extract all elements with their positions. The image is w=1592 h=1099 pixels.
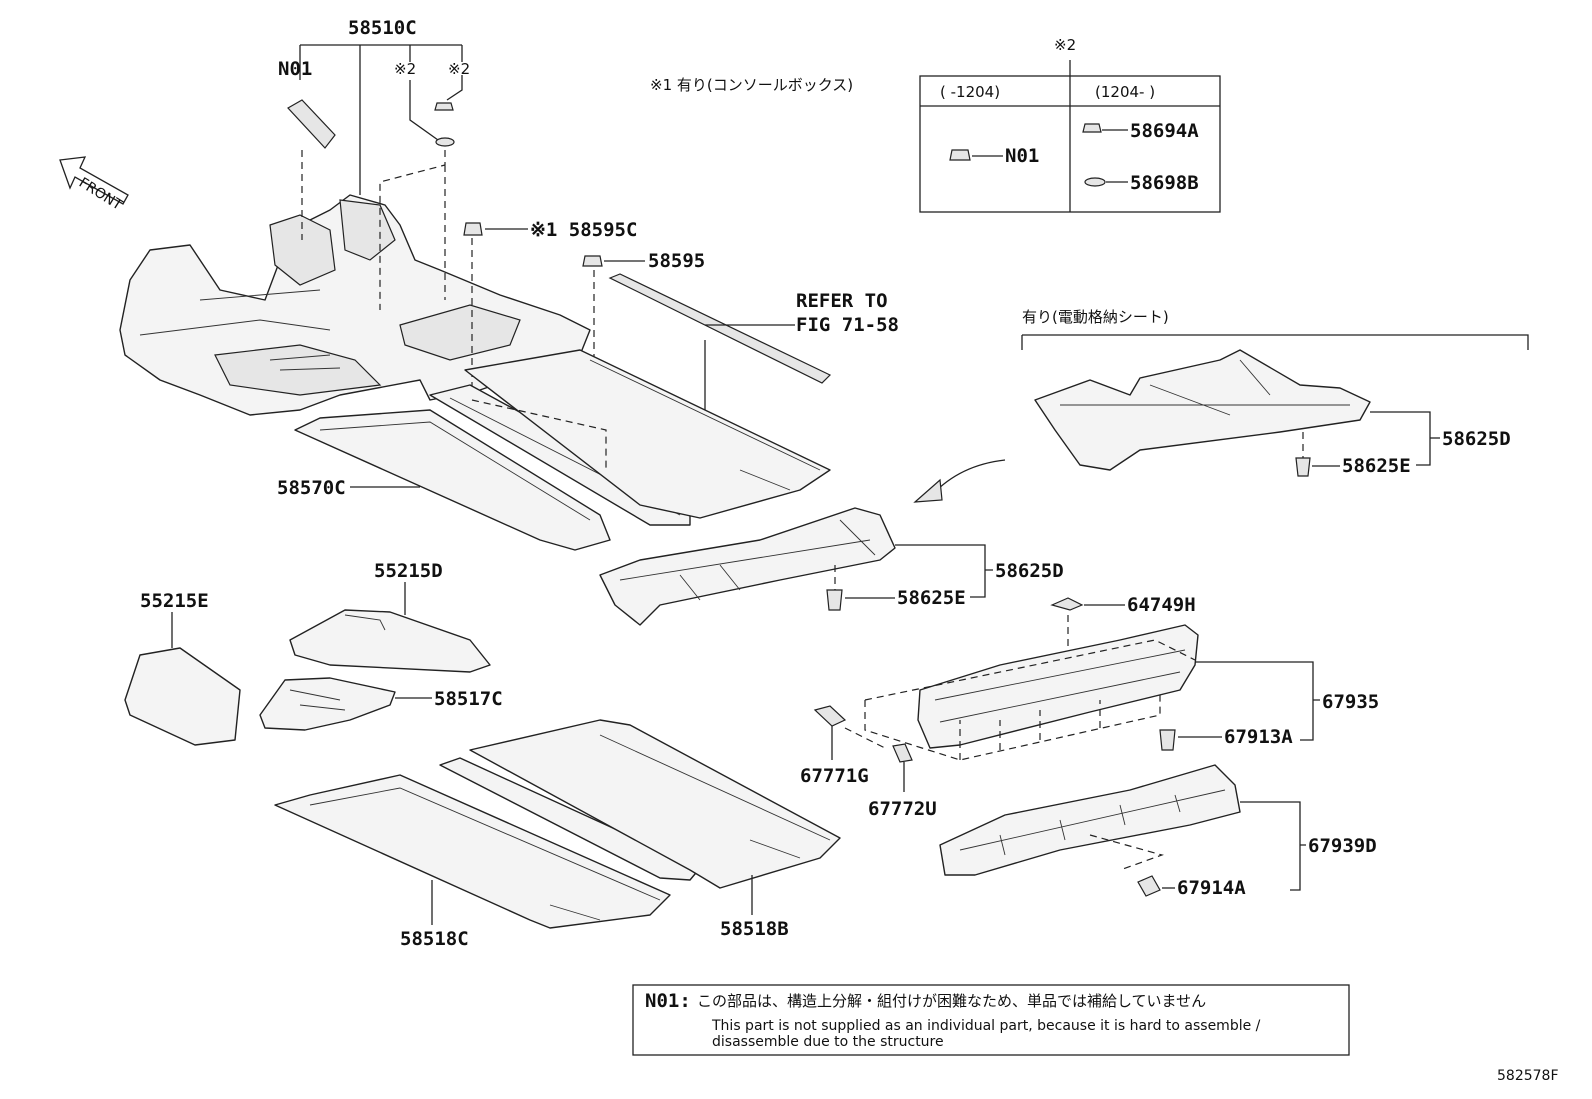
diagram-id: 582578F [1497,1068,1559,1084]
table-col2-part-a: 58694A [1130,120,1199,142]
footnote-code: N01: [645,990,691,1012]
label-58517C: 58517C [434,688,503,710]
label-58518B: 58518B [720,918,789,940]
strip-refer-71-58 [608,273,832,384]
mid-floor-carpet-58570C [294,409,611,551]
footnote-en-2: disassemble due to the structure [712,1034,944,1050]
clip-58595C [463,222,483,236]
footnote-en-1: This part is not supplied as an individu… [711,1018,1261,1034]
label-58625D-upper: 58625D [1442,428,1511,450]
rear-floor-duct-58625D-upper [1034,349,1371,471]
refer-label-1: REFER TO [796,290,888,312]
floor-silencer-55215D [289,609,491,673]
pin-67772U [892,743,913,763]
label-55215E: 55215E [140,590,209,612]
rear-floor-duct-58625D-lower [599,507,896,626]
label-58625E-upper: 58625E [1342,455,1411,477]
label-67935: 67935 [1322,691,1379,713]
clip-58694A-top [434,102,454,111]
label-n01-top: N01 [278,58,312,80]
refer-label-2: FIG 71-58 [796,314,899,336]
console-note: ※1 有り(コンソールボックス) [650,76,853,94]
label-67913A: 67913A [1224,726,1293,748]
label-67914A: 67914A [1177,877,1246,899]
table-note: ※2 [1054,36,1076,54]
clip-58625E-lower [826,589,843,611]
floor-silencer-55215E [124,647,241,746]
label-58518C: 58518C [400,928,469,950]
curved-arrow-icon [931,459,1006,496]
table-col2-header: (1204- ) [1095,83,1155,101]
label-67939D: 67939D [1308,835,1377,857]
front-arrow-icon [59,156,129,205]
clip-64749H [1050,597,1084,611]
front-label: FRONT [76,175,125,214]
clip-58698B-top [435,137,455,147]
clip-67914A [1137,875,1161,897]
label-58570C: 58570C [277,477,346,499]
n01-part [287,99,336,149]
clip-58595 [582,255,603,267]
rear-floor-carpet-58518B [469,719,841,889]
scuff-plate-retainer-67939D [939,764,1241,876]
label-58510C: 58510C [348,17,417,39]
label-55215D: 55215D [374,560,443,582]
revision-table [919,75,1221,213]
clip-67913A [1159,729,1176,751]
rear-floor-carpet-58518C [274,774,671,929]
label-58625D-lower: 58625D [995,560,1064,582]
screw-67771G [813,705,847,727]
table-col2-part-b: 58698B [1130,172,1199,194]
clip-58625E-upper [1295,457,1311,477]
seat-note: 有り(電動格納シート) [1022,308,1169,326]
note-2-a: ※2 [394,60,416,78]
floor-silencer-58517C [259,677,396,731]
table-n01-clip [949,149,971,161]
table-58698B-clip [1084,177,1106,187]
label-58595C: ※1 58595C [530,219,637,241]
table-col1-part: N01 [1005,145,1039,167]
label-58625E-lower: 58625E [897,587,966,609]
label-67772U: 67772U [868,798,937,820]
footnote-jp: この部品は、構造上分解・組付けが困難なため、単品では補給していません [697,992,1206,1010]
label-67771G: 67771G [800,765,869,787]
mid-floor-carpet-right [464,349,831,519]
footnote-box [632,984,1350,1056]
note-2-b: ※2 [448,60,470,78]
rear-scuff-plate-67935 [917,624,1199,749]
rear-floor-carpet-center [439,757,701,881]
label-58595: 58595 [648,250,705,272]
table-58694A-clip [1082,123,1102,133]
label-64749H: 64749H [1127,594,1196,616]
table-col1-header: ( -1204) [940,83,1000,101]
